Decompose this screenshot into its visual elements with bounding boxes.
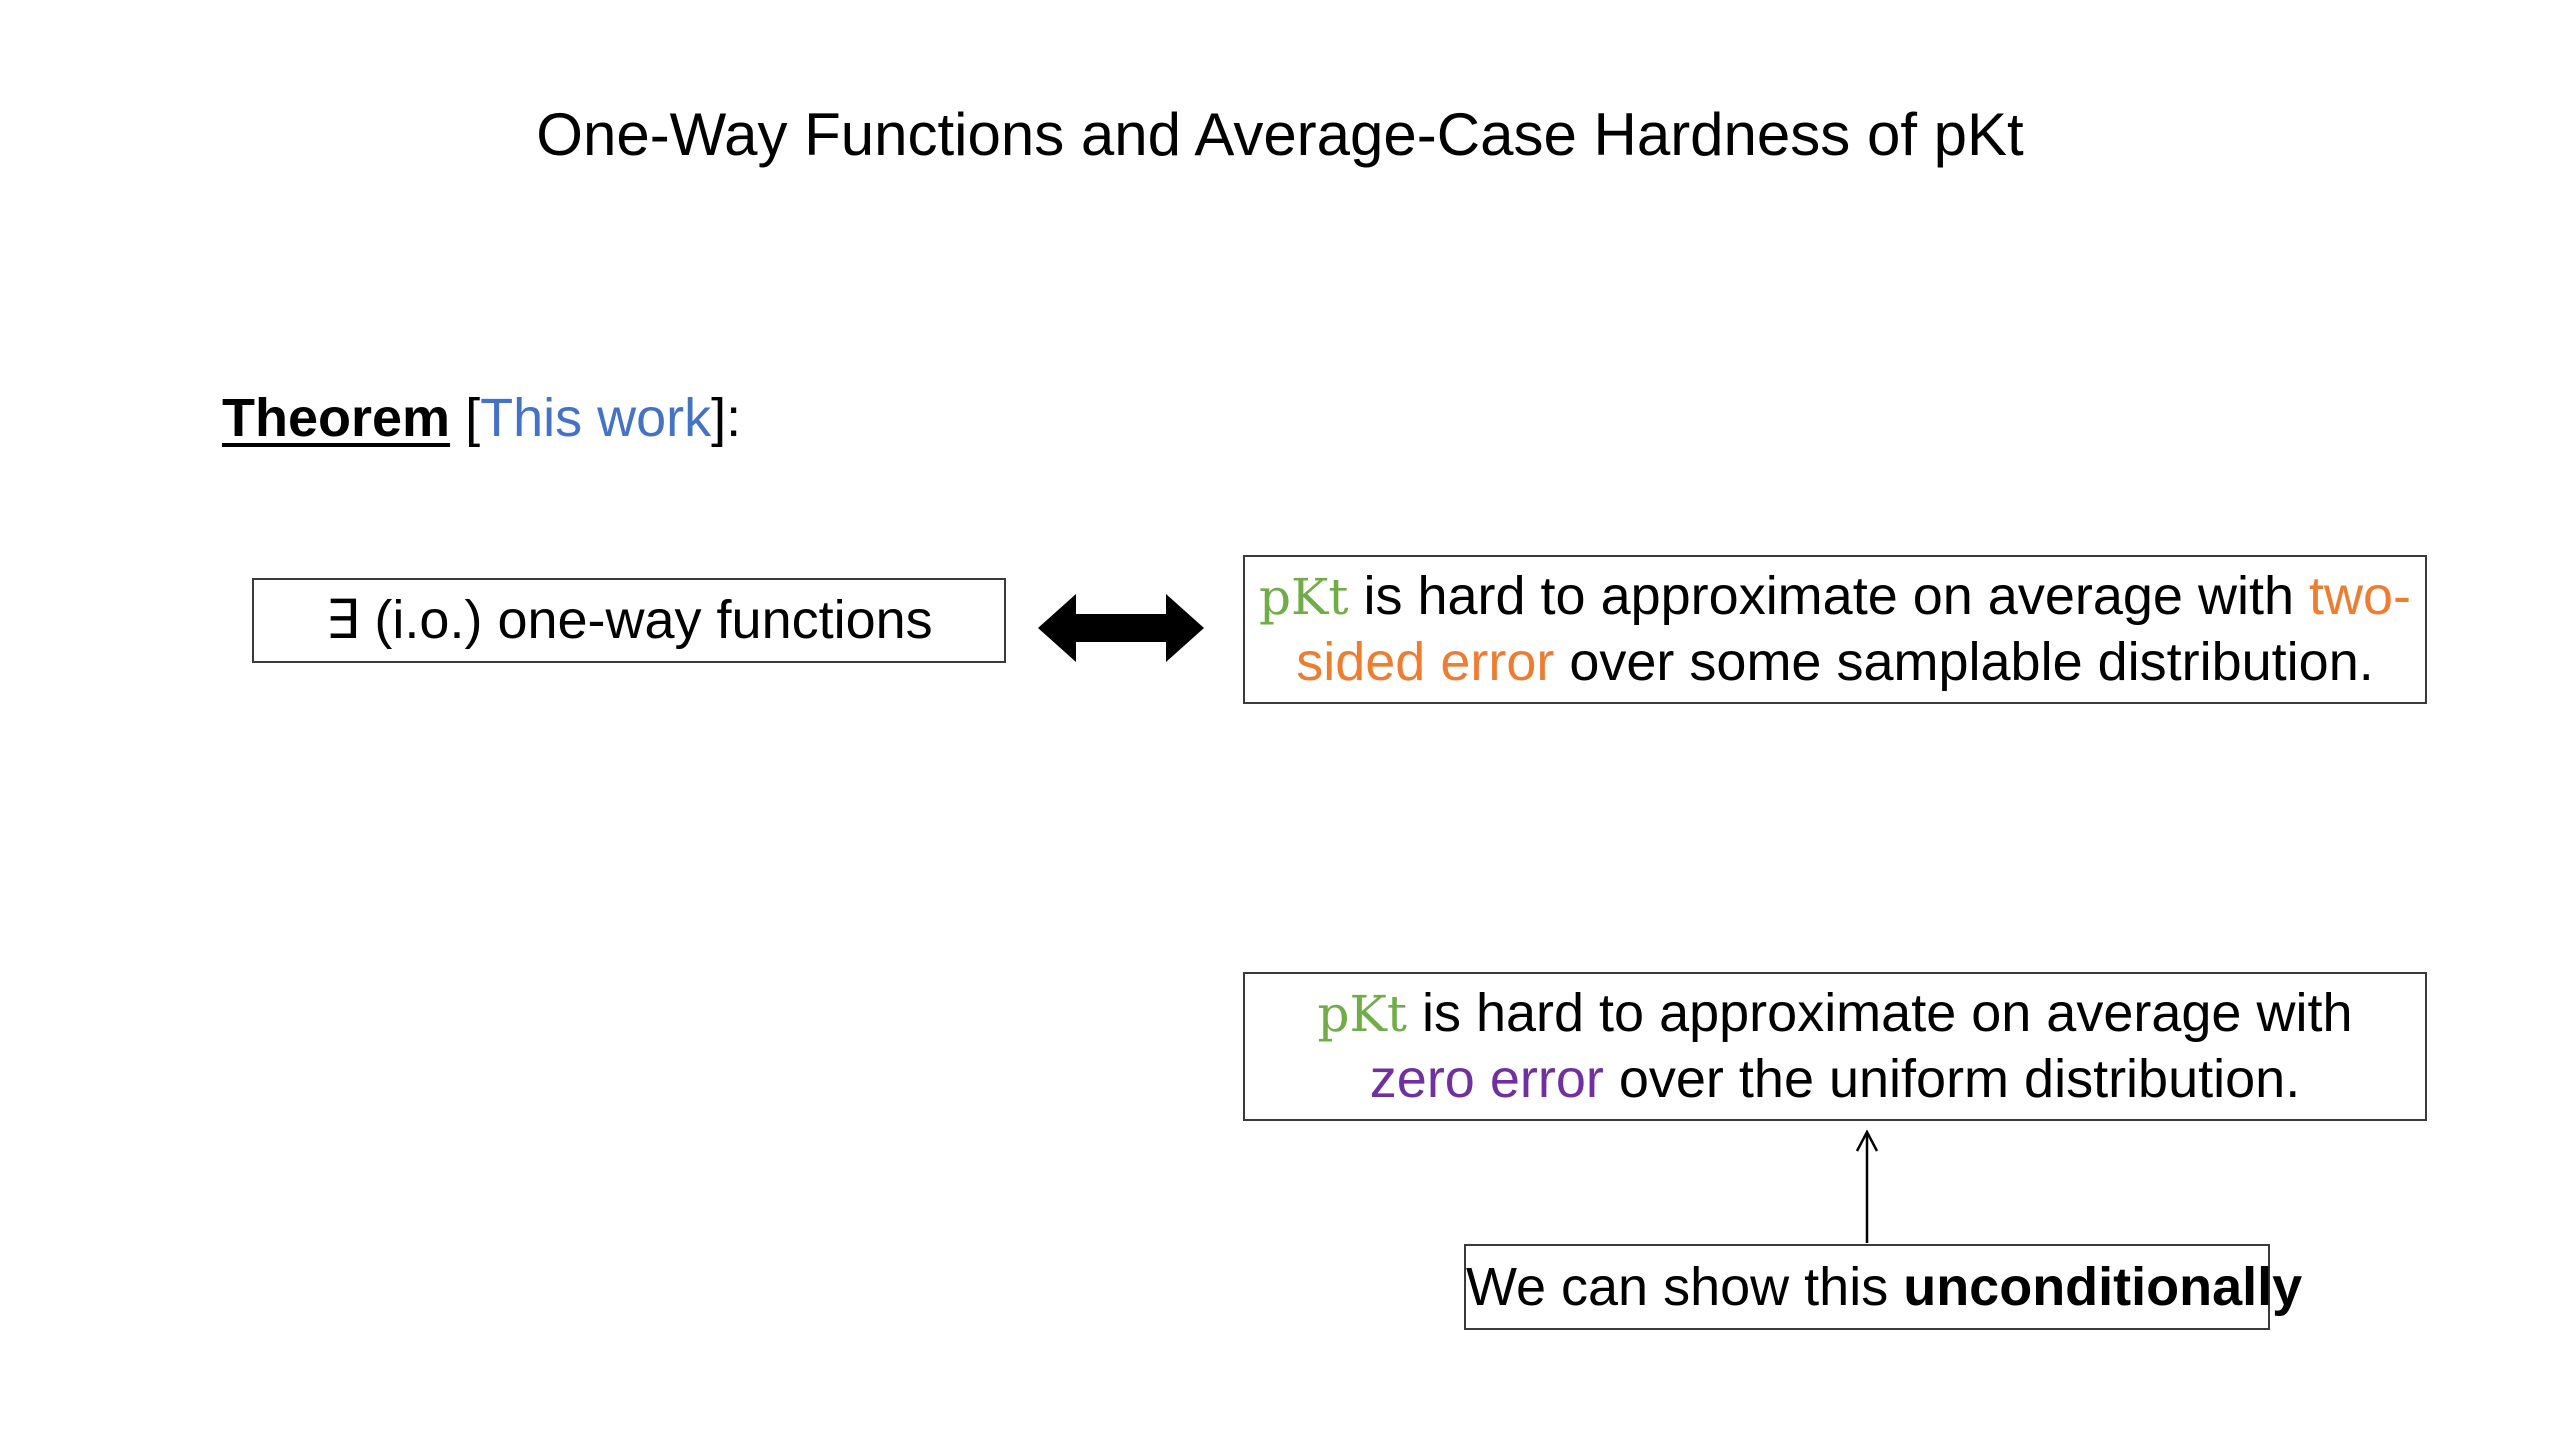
owf-box: ∃ (i.o.) one-way functions (252, 578, 1006, 663)
theorem-label: Theorem (222, 388, 451, 448)
pkt-term-2: pKt (1317, 985, 1407, 1043)
theorem-citation: This work (480, 388, 712, 448)
zero-error-box-line-2-text: over the uniform distribution. (1603, 1049, 2301, 1109)
slide-title: One-Way Functions and Average-Case Hardn… (536, 101, 2024, 168)
zero-error-box-line-1-text: is hard to approximate on average with (1406, 983, 2353, 1043)
two-sided-box-line-2: sided error over some samplable distribu… (1245, 630, 2425, 695)
two-sided-box-line-1: pKt is hard to approximate on average wi… (1245, 564, 2425, 630)
note-emphasis: unconditionally (1903, 1257, 2303, 1317)
theorem-close-bracket: ]: (711, 388, 742, 448)
owf-box-text: ∃ (i.o.) one-way functions (325, 590, 933, 650)
two-sided-highlight-part-2: sided error (1296, 632, 1555, 692)
zero-error-box: pKt is hard to approximate on average wi… (1243, 972, 2427, 1121)
two-sided-box-line-1-text: is hard to approximate on average with (1348, 566, 2309, 626)
double-arrow-icon (1038, 594, 1204, 662)
pkt-term: pKt (1259, 568, 1349, 626)
up-arrow-icon (1855, 1129, 1879, 1152)
two-sided-box-line-2-text: over some samplable distribution. (1554, 632, 2374, 692)
unconditional-note-box: We can show this unconditionally (1464, 1244, 2302, 1330)
note-prefix: We can show this (1466, 1257, 1904, 1317)
zero-error-box-line-2: zero error over the uniform distribution… (1245, 1047, 2425, 1112)
two-sided-highlight-part-1: two- (2308, 566, 2411, 626)
zero-error-highlight: zero error (1369, 1049, 1604, 1109)
zero-error-box-line-1: pKt is hard to approximate on average wi… (1245, 981, 2425, 1047)
two-sided-error-box: pKt is hard to approximate on average wi… (1243, 555, 2427, 704)
theorem-open-bracket: [ (450, 388, 481, 448)
theorem-heading: Theorem [This work]: (222, 382, 741, 454)
